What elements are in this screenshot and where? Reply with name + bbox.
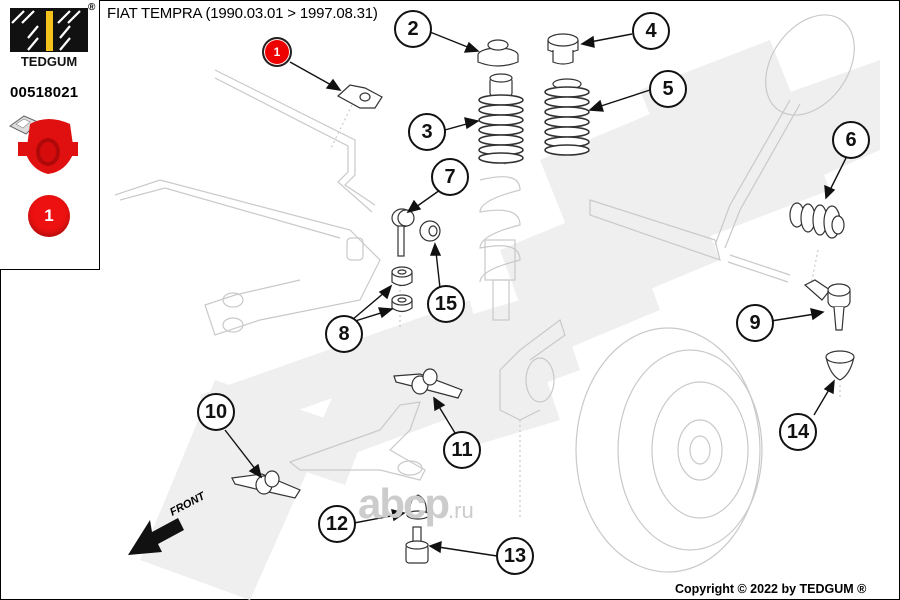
product-sidebar: TEDGUM ® 00518021 1 bbox=[0, 0, 100, 270]
part-3-dust-boot bbox=[478, 73, 524, 164]
callout-11[interactable]: 11 bbox=[443, 431, 481, 469]
callout-15[interactable]: 15 bbox=[427, 285, 465, 323]
position-badge: 1 bbox=[28, 195, 70, 237]
abcp-watermark-tld: .ru bbox=[448, 498, 474, 523]
red-bushing-photo bbox=[18, 119, 78, 174]
callout-10[interactable]: 10 bbox=[197, 393, 235, 431]
part-11-control-arm-bushing bbox=[393, 368, 463, 399]
part-15-bushing bbox=[419, 220, 441, 242]
part-number: 00518021 bbox=[10, 84, 79, 101]
part-6-rack-boot bbox=[789, 202, 845, 239]
copyright-text: Copyright © 2022 by TEDGUM ® bbox=[675, 582, 867, 596]
callout-6[interactable]: 6 bbox=[832, 121, 870, 159]
chassis-lineart bbox=[114, 14, 855, 573]
leader-arrows bbox=[224, 31, 847, 557]
callout-2[interactable]: 2 bbox=[394, 10, 432, 48]
logo-brand-text: TEDGUM bbox=[21, 54, 77, 68]
callout-3[interactable]: 3 bbox=[408, 113, 446, 151]
part-13-ball-joint bbox=[405, 526, 429, 564]
registered-mark: ® bbox=[88, 2, 96, 13]
part-4-bump-stop bbox=[547, 33, 579, 65]
callout-12[interactable]: 12 bbox=[318, 505, 356, 543]
abcp-watermark: abcp.ru bbox=[358, 480, 474, 528]
tedgum-watermark bbox=[140, 40, 880, 600]
parts-drawings bbox=[231, 33, 855, 564]
callout-9[interactable]: 9 bbox=[736, 304, 774, 342]
callout-8[interactable]: 8 bbox=[325, 315, 363, 353]
callout-13[interactable]: 13 bbox=[496, 537, 534, 575]
part-10-control-arm-bushing bbox=[231, 470, 301, 499]
vehicle-title: FIAT TEMPRA (1990.03.01 > 1997.08.31) bbox=[107, 5, 378, 22]
callout-7[interactable]: 7 bbox=[431, 158, 469, 196]
callout-4[interactable]: 4 bbox=[632, 12, 670, 50]
part-7-stabilizer-link bbox=[391, 208, 415, 257]
callout-5[interactable]: 5 bbox=[649, 70, 687, 108]
part-12-ball-joint-boot bbox=[406, 494, 430, 520]
part-8-bushings bbox=[391, 266, 413, 313]
product-photo bbox=[9, 115, 78, 174]
part-9-tie-rod-end bbox=[803, 279, 851, 331]
part-14-ball-joint-boot bbox=[825, 350, 855, 381]
part-2-strut-mount bbox=[477, 39, 519, 67]
callout-14[interactable]: 14 bbox=[779, 413, 817, 451]
front-direction-arrow bbox=[128, 518, 184, 555]
abcp-watermark-text: abcp bbox=[358, 480, 450, 527]
callout-1[interactable]: 1 bbox=[262, 37, 292, 67]
tedgum-logo-icon: TEDGUM bbox=[10, 8, 88, 68]
part-5-bump-stop-bellows bbox=[544, 78, 590, 156]
part-1-stabilizer-bushing bbox=[336, 84, 383, 109]
